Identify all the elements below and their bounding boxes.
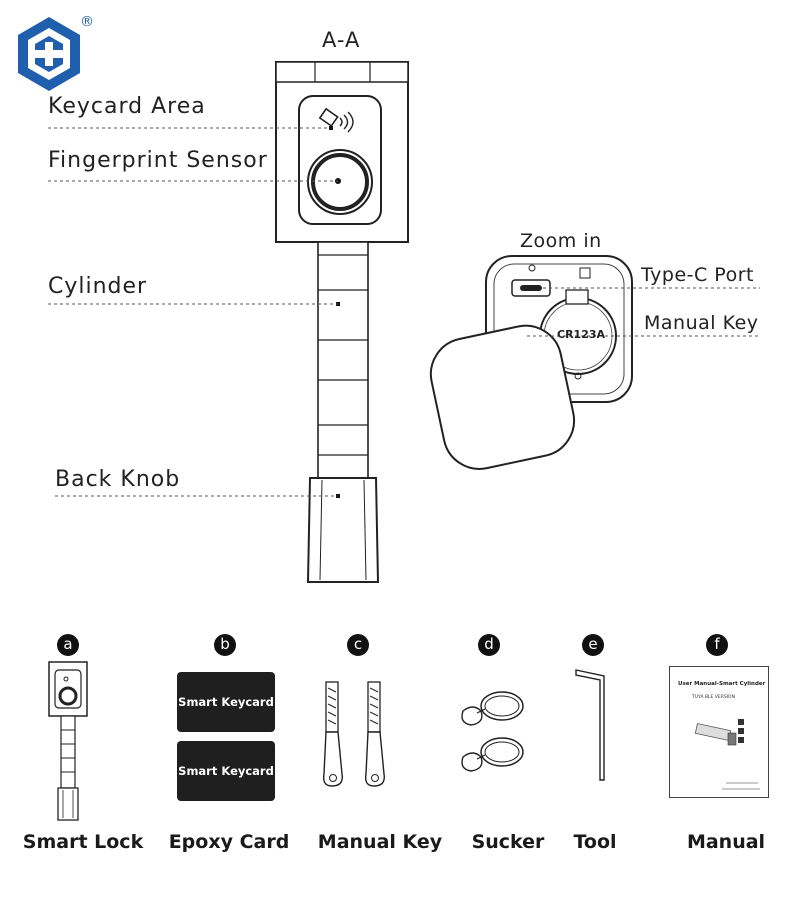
badge-d: d [478,634,500,656]
badge-f: f [706,634,728,656]
manual-cover-graphic [694,719,744,746]
manual-footer-lines [722,782,760,790]
keycard-icon [318,107,354,133]
callout-type-c-port: Type-C Port [641,264,754,286]
section-title: A-A [322,28,361,52]
manual-key-1 [322,681,343,787]
manual-keys-illustration [322,681,385,787]
manual-doc-subtitle: TUYA BLE VERSION [692,695,735,700]
callout-back-knob: Back Knob [55,467,181,492]
badge-c: c [347,634,369,656]
battery-label: CR123A [557,328,606,341]
manual-doc-title: User Manual-Smart Cylinder [678,681,766,687]
caption-epoxy-card: Epoxy Card [168,831,290,853]
caption-smart-lock: Smart Lock [22,831,144,853]
badge-a: a [57,634,79,656]
manual-key-2 [364,681,385,787]
hexagon-logo-icon [18,17,80,91]
sucker-illustration [461,691,524,772]
registered-mark: ® [80,14,94,30]
badge-e: e [582,634,604,656]
hex-key-tool-illustration [575,669,605,781]
epoxy-card-2: Smart Keycard [177,741,275,801]
battery-cover [429,324,576,470]
smart-lock-item-illustration [48,661,88,821]
back-knob-outline [306,477,380,583]
epoxy-card-1: Smart Keycard [177,672,275,732]
sucker-2 [461,737,524,772]
caption-manual: Manual [686,831,766,853]
callout-fingerprint-sensor: Fingerprint Sensor [48,148,268,173]
sucker-1 [461,691,524,726]
badge-b: b [214,634,236,656]
callout-keycard-area: Keycard Area [48,94,206,119]
callout-cylinder: Cylinder [48,274,148,299]
caption-tool: Tool [573,831,617,853]
zoom-title: Zoom in [520,230,602,252]
callout-manual-key: Manual Key [644,312,759,334]
caption-manual-key: Manual Key [317,831,443,853]
caption-sucker: Sucker [471,831,545,853]
user-manual-illustration: User Manual-Smart Cylinder TUYA BLE VERS… [669,666,769,798]
